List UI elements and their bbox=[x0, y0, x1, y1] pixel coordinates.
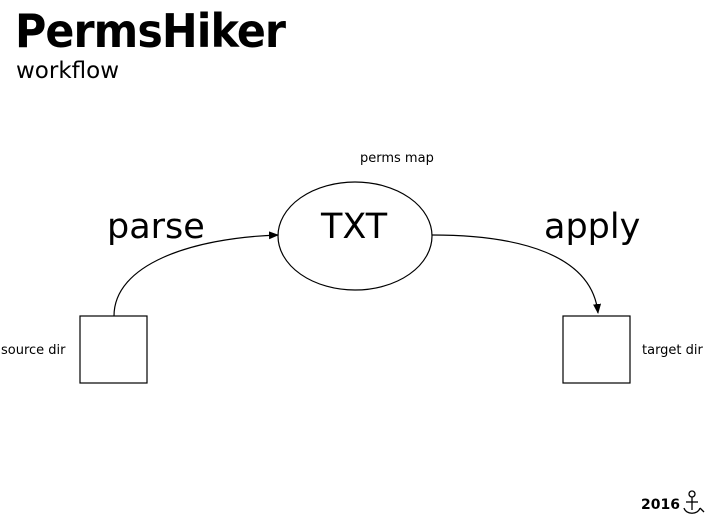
txt-node-label: TXT bbox=[321, 207, 388, 247]
perms-map-caption: perms map bbox=[360, 151, 434, 166]
target-dir-box bbox=[562, 315, 631, 384]
page-title: PermsHiker bbox=[15, 4, 286, 58]
parse-arrow bbox=[113, 231, 279, 317]
apply-edge-label: apply bbox=[544, 207, 641, 247]
anchor-stickfigure-icon bbox=[683, 490, 705, 514]
footer-year: 2016 bbox=[641, 497, 680, 513]
source-dir-box bbox=[79, 315, 148, 384]
target-dir-label: target dir bbox=[642, 343, 703, 358]
source-dir-label: source dir bbox=[1, 343, 66, 358]
parse-edge-label: parse bbox=[107, 207, 205, 247]
page-subtitle: workflow bbox=[16, 58, 120, 84]
apply-arrow bbox=[431, 234, 602, 314]
